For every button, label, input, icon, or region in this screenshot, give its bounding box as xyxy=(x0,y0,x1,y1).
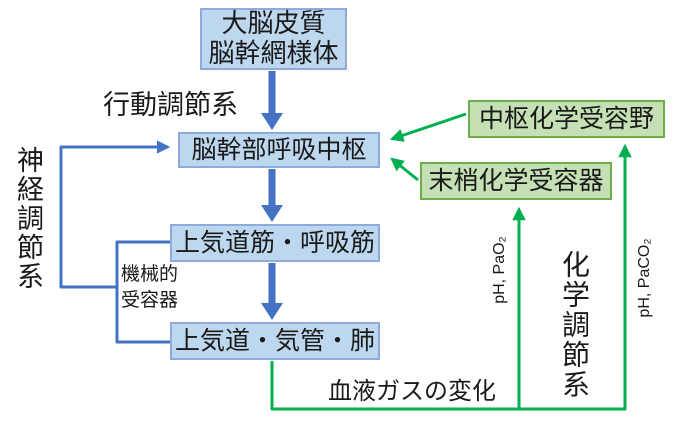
respiratory-center-label: 脳幹部呼吸中枢 xyxy=(191,135,367,164)
central-chemoreceptor-box: 中枢化学受容野 xyxy=(468,100,665,138)
ph-pao2-label: pH, PaO₂ xyxy=(491,236,508,304)
chemical-system-label: 化学調節系 xyxy=(559,250,590,400)
airway-trachea-lung-label: 上気道・気管・肺 xyxy=(174,326,375,355)
neural-system-label: 神経調節系 xyxy=(13,146,43,291)
peripheral-chemoreceptor-box: 末梢化学受容器 xyxy=(420,162,612,200)
airway-muscles-box: 上気道筋・呼吸筋 xyxy=(170,224,380,262)
neural-feedback-path-icon xyxy=(59,140,171,344)
cortex-box-line2: 脳幹網様体 xyxy=(208,38,339,68)
respiratory-center-box: 脳幹部呼吸中枢 xyxy=(178,132,380,168)
behavioral-system-label: 行動調節系 xyxy=(103,90,238,120)
arrow-muscles-to-airway-icon xyxy=(261,263,283,320)
central-chemoreceptor-label: 中枢化学受容野 xyxy=(478,104,654,133)
airway-trachea-lung-box: 上気道・気管・肺 xyxy=(170,322,380,360)
cortex-box-line1: 大脳皮質 xyxy=(221,8,326,39)
arrow-center-to-muscles-icon xyxy=(261,169,283,222)
ph-paco2-label: pH, PaCO₂ xyxy=(636,238,653,318)
mechanical-receptor-line1: 機械的 xyxy=(121,264,179,285)
mechanical-receptor-label: 機械的 受容器 xyxy=(121,262,178,314)
mechanical-receptor-line2: 受容器 xyxy=(121,290,179,311)
airway-muscles-label: 上気道筋・呼吸筋 xyxy=(174,228,375,257)
cortex-reticular-box: 大脳皮質 脳幹網様体 xyxy=(200,8,347,70)
peripheral-chemoreceptor-label: 末梢化学受容器 xyxy=(428,166,604,195)
blood-gas-change-label: 血液ガスの変化 xyxy=(328,378,496,405)
chemical-feedback-path-icon xyxy=(270,112,632,411)
arrow-cortex-to-center-icon xyxy=(261,71,283,130)
